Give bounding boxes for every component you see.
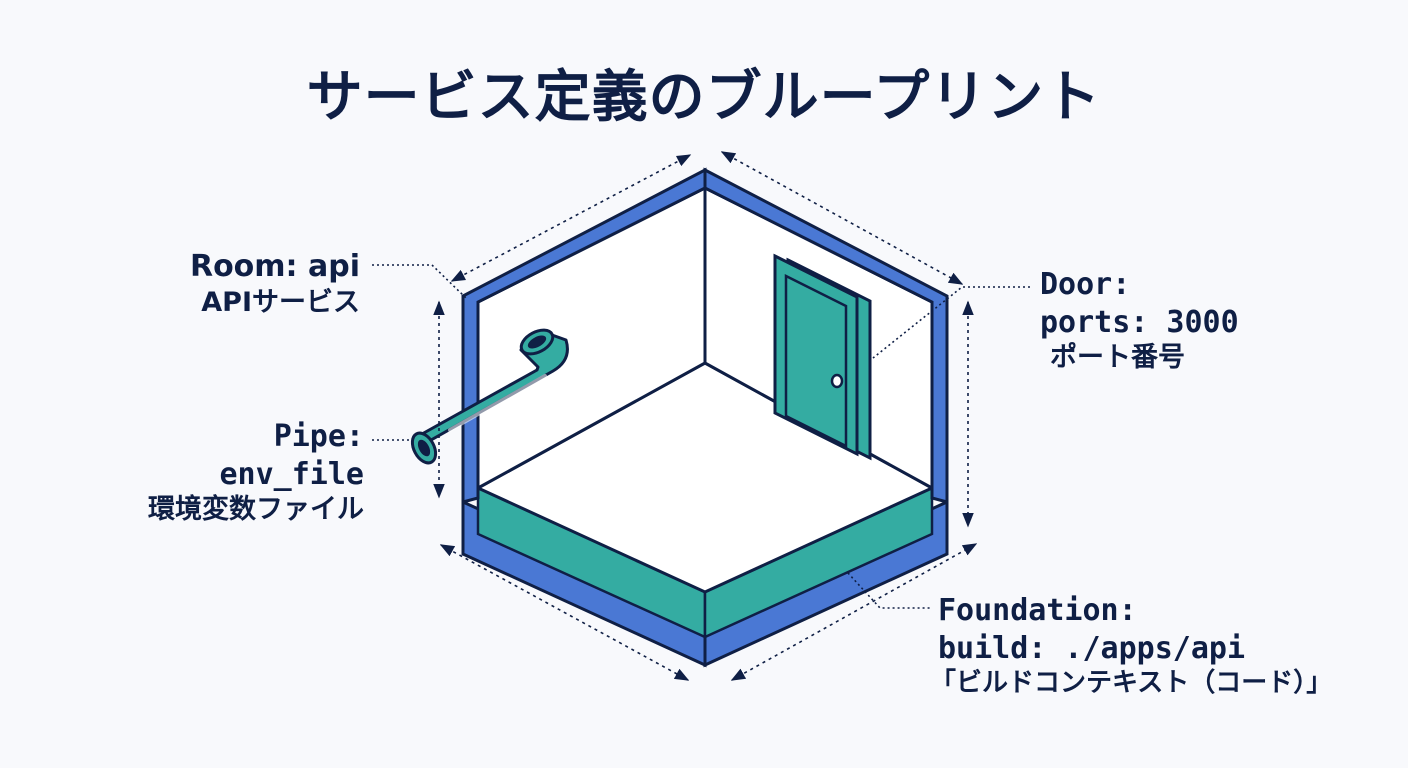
door-label-description: ポート番号 (1050, 342, 1185, 373)
foundation-label-description: 「ビルドコンテキスト（コード）」 (930, 668, 1333, 698)
door-label: Door: ports: 3000 ポート番号 (1040, 266, 1239, 375)
pipe-label-key: env_file (219, 456, 365, 492)
foundation-label-title: Foundation: (938, 593, 1137, 628)
door-label-title: Door: (1040, 267, 1131, 302)
dimension-top-left (450, 154, 692, 282)
pipe-icon (410, 328, 569, 465)
dimension-lines (433, 151, 978, 681)
room-label-description: APIサービス (201, 286, 360, 318)
door-label-key: ports: 3000 (1040, 304, 1239, 340)
leader-room (372, 264, 467, 299)
pipe-label-description: 環境変数ファイル (148, 494, 364, 525)
pipe-label-title: Pipe: (273, 419, 364, 454)
foundation-label: Foundation: build: ./apps/api 「ビルドコンテキスト… (930, 592, 1332, 700)
room-label: Room: api APIサービス (190, 248, 360, 319)
leader-lines (372, 264, 1030, 609)
pipe-label: Pipe: env_file 環境変数ファイル (148, 418, 364, 527)
dimension-bottom-right (730, 543, 978, 681)
leader-foundation (847, 572, 930, 609)
dimension-bottom-left (439, 544, 690, 681)
foundation-label-key: build: ./apps/api (938, 630, 1246, 666)
door-knob (830, 373, 844, 389)
door-icon (773, 253, 872, 461)
room-label-name: Room: api (189, 249, 360, 284)
page-title: サービス定義のブループリント (306, 65, 1102, 130)
